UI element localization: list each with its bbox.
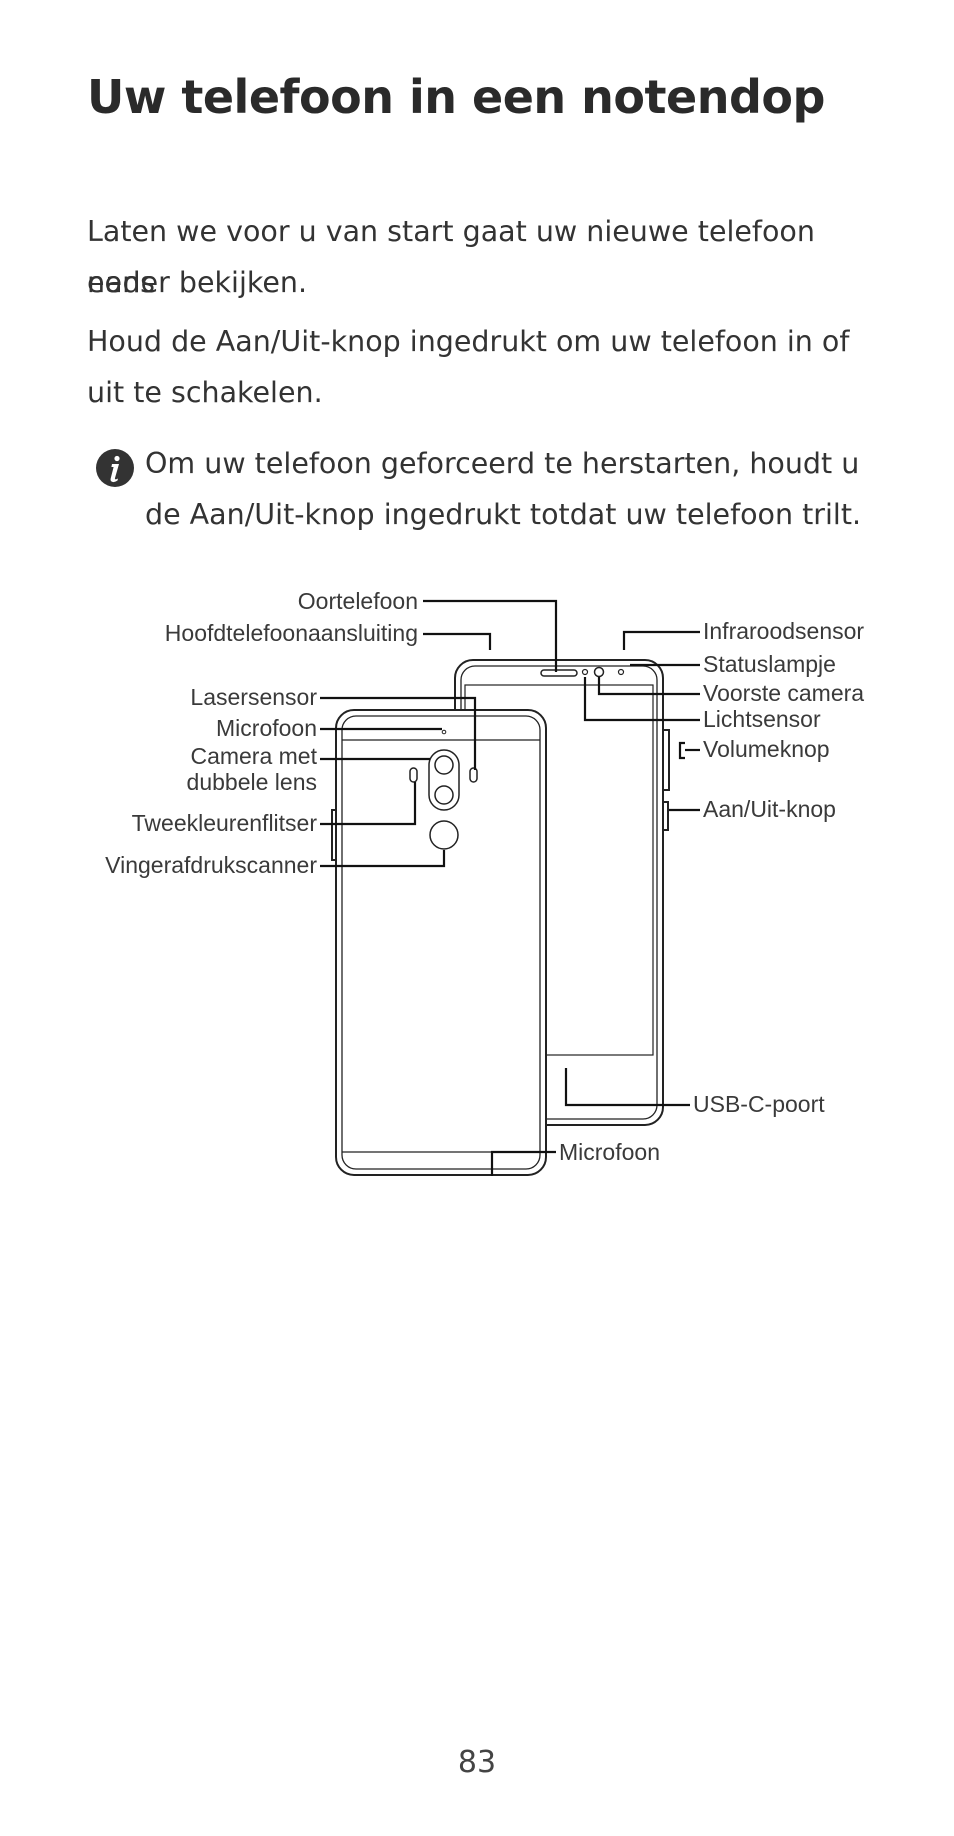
label-infraroodsensor: Infraroodsensor xyxy=(703,618,864,644)
leader-lines xyxy=(320,599,700,1176)
label-vingerafdrukscanner: Vingerafdrukscanner xyxy=(105,852,317,878)
page-number: 83 xyxy=(457,1745,497,1780)
label-statuslampje: Statuslampje xyxy=(703,651,836,677)
intro-line-2: nader bekijken. xyxy=(87,266,308,299)
label-tweekleurenflitser: Tweekleurenflitser xyxy=(132,810,318,836)
label-hoofdtelefoonaansluiting: Hoofdtelefoonaansluiting xyxy=(165,620,418,646)
note-line-2: de Aan/Uit-knop ingedrukt totdat uw tele… xyxy=(145,498,862,531)
info-icon xyxy=(96,449,134,487)
phone-diagram: Oortelefoon Hoofdtelefoonaansluiting Las… xyxy=(105,588,864,1176)
label-volumeknop: Volumeknop xyxy=(703,736,830,762)
note-line-1: Om uw telefoon geforceerd te herstarten,… xyxy=(145,447,860,480)
page-title: Uw telefoon in een notendop xyxy=(87,70,825,124)
label-camera-line1: Camera met xyxy=(190,743,317,769)
intro-line-1: Laten we voor u van start gaat uw nieuwe… xyxy=(87,215,815,299)
label-lichtsensor: Lichtsensor xyxy=(703,706,821,732)
label-aan-uit-knop: Aan/Uit-knop xyxy=(703,796,836,822)
phone-back-view xyxy=(331,709,547,1176)
intro-line-4: uit te schakelen. xyxy=(87,376,323,409)
label-microfoon-top: Microfoon xyxy=(216,715,317,741)
label-voorste-camera: Voorste camera xyxy=(703,680,864,706)
label-usb-c-poort: USB-C-poort xyxy=(693,1091,825,1117)
intro-line-3: Houd de Aan/Uit-knop ingedrukt om uw tel… xyxy=(87,325,850,358)
label-microfoon-bottom: Microfoon xyxy=(559,1139,660,1165)
label-oortelefoon: Oortelefoon xyxy=(298,588,418,614)
label-camera-line2: dubbele lens xyxy=(187,769,317,795)
label-lasersensor: Lasersensor xyxy=(190,684,317,710)
